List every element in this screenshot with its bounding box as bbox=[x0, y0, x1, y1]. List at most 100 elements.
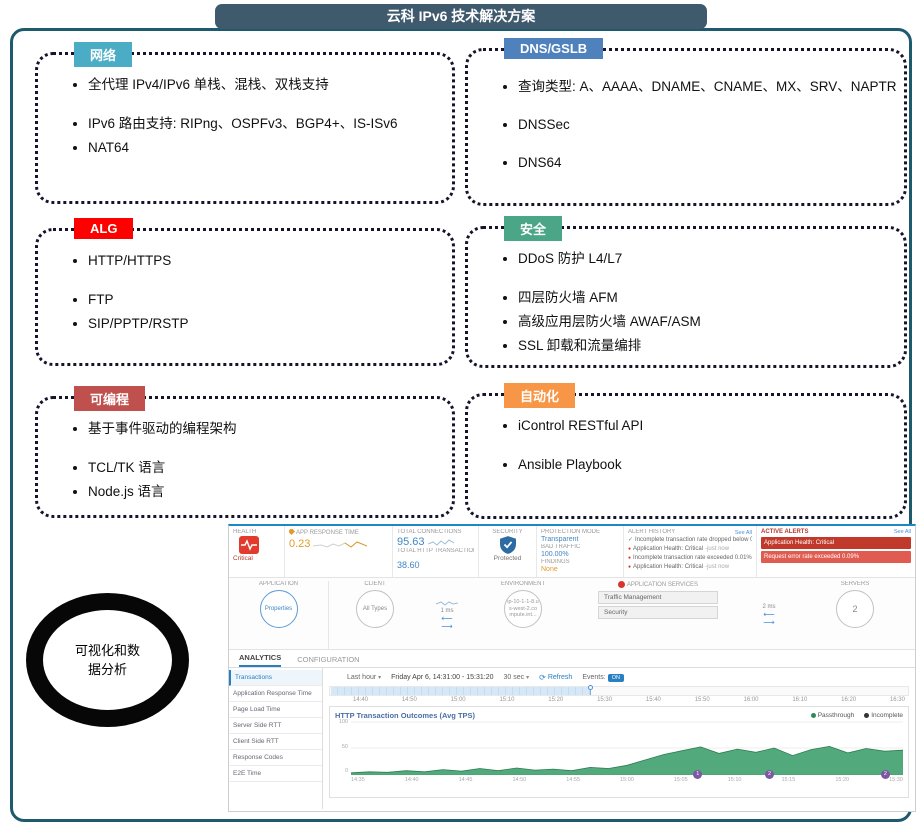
event-marker[interactable]: 2 bbox=[765, 770, 774, 779]
health-status: Critical bbox=[233, 555, 253, 562]
timeline-tick: 16:10 bbox=[792, 697, 808, 703]
feature-box-alg: ALG HTTP/HTTPS FTP SIP/PPTP/RSTP bbox=[35, 218, 455, 366]
x-axis-ticks: 14:35 14:40 14:45 14:50 14:55 15:00 15:0… bbox=[351, 775, 903, 783]
y-tick: 100 bbox=[338, 719, 348, 725]
event-marker[interactable]: 1 bbox=[693, 770, 703, 779]
x-tick: 15:05 bbox=[673, 777, 688, 783]
sidebar-item-client-side-rtt[interactable]: Client Side RTT bbox=[229, 734, 322, 750]
feature-box-network-label: 网络 bbox=[74, 42, 133, 67]
x-tick: 14:55 bbox=[566, 777, 581, 783]
timeline-tick: 15:40 bbox=[645, 697, 661, 703]
timeline-tick: 15:00 bbox=[450, 697, 466, 703]
protection-metric: PROTECTION MODE Transparent BAD TRAFFIC … bbox=[537, 526, 624, 577]
timeline-tick: 15:50 bbox=[694, 697, 710, 703]
protection-mode-value: Transparent bbox=[541, 536, 579, 543]
metrics-sidebar: Transactions Application Response Time P… bbox=[229, 668, 323, 809]
timeline-handle[interactable] bbox=[588, 685, 594, 690]
events-toggle-group: Events:ON bbox=[582, 673, 624, 682]
health-critical-icon bbox=[239, 536, 259, 554]
alert-history-see-all-link[interactable]: See All bbox=[734, 529, 752, 536]
analytics-toolbar: Last hour ▾ Friday Apr 6, 14:31:00 - 15:… bbox=[329, 670, 909, 684]
server-latency: 2 ms ⟵ ⟶ bbox=[762, 604, 776, 627]
timeline-tick: 14:50 bbox=[401, 697, 417, 703]
feature-item: 高级应用层防火墙 AWAF/ASM bbox=[518, 312, 904, 332]
metrics-strip: HEALTH Critical APP RESPONSE TIME 0.23 T… bbox=[229, 526, 915, 578]
tab-analytics[interactable]: ANALYTICS bbox=[239, 653, 282, 667]
interval-dropdown[interactable]: 30 sec ▾ bbox=[503, 673, 530, 681]
feature-box-alg-label: ALG bbox=[74, 218, 134, 239]
service-traffic-management[interactable]: Traffic Management bbox=[598, 591, 718, 605]
feature-item: SSL 卸载和流量编排 bbox=[518, 336, 904, 356]
alert-history-item: ✓ Incomplete transaction rate dropped be… bbox=[628, 537, 752, 543]
x-tick: 14:45 bbox=[458, 777, 473, 783]
sidebar-item-transactions[interactable]: Transactions bbox=[229, 670, 322, 686]
sidebar-item-app-response-time[interactable]: Application Response Time bbox=[229, 686, 322, 702]
events-toggle[interactable]: ON bbox=[607, 673, 624, 682]
feature-item: Ansible Playbook bbox=[518, 455, 904, 475]
page-title: 云科 IPv6 技术解决方案 bbox=[215, 4, 707, 29]
connections-sparkline bbox=[427, 538, 454, 546]
tps-area-path bbox=[351, 746, 903, 775]
x-tick: 14:40 bbox=[404, 777, 419, 783]
time-range-dropdown[interactable]: Last hour ▾ bbox=[347, 673, 382, 681]
application-node[interactable]: Properties bbox=[259, 590, 298, 628]
refresh-button[interactable]: ⟳Refresh bbox=[539, 672, 573, 682]
x-tick: 15:15 bbox=[781, 777, 796, 783]
x-tick: 15:30 bbox=[889, 777, 903, 783]
feature-box-security-label: 安全 bbox=[504, 216, 563, 241]
alert-dot-icon: ● bbox=[628, 564, 632, 570]
sidebar-item-response-codes[interactable]: Response Codes bbox=[229, 750, 322, 766]
incomplete-legend-dot bbox=[864, 713, 870, 718]
feature-item: DDoS 防护 L4/L7 bbox=[518, 249, 904, 269]
servers-node[interactable]: 2 bbox=[836, 590, 874, 628]
sidebar-item-e2e-time[interactable]: E2E Time bbox=[229, 766, 322, 782]
analytics-dashboard: HEALTH Critical APP RESPONSE TIME 0.23 T… bbox=[228, 524, 916, 812]
timeline-ruler[interactable] bbox=[329, 685, 909, 696]
feature-box-automation: 自动化 iControl RESTful API Ansible Playboo… bbox=[465, 383, 907, 519]
feature-box-programmable-label: 可编程 bbox=[74, 386, 146, 411]
feature-item: 基于事件驱动的编程架构 bbox=[88, 419, 452, 439]
feature-item: TCL/TK 语言 bbox=[88, 458, 452, 478]
timeline-tick: 14:40 bbox=[353, 697, 369, 703]
tab-configuration[interactable]: CONFIGURATION bbox=[297, 655, 360, 664]
service-security[interactable]: Security bbox=[598, 606, 718, 620]
chart-title: HTTP Transaction Outcomes (Avg TPS) bbox=[335, 711, 476, 720]
y-tick: 0 bbox=[344, 768, 348, 774]
findings-value: None bbox=[541, 566, 558, 573]
warning-diamond-icon bbox=[289, 529, 296, 536]
passthrough-legend-dot bbox=[810, 713, 816, 718]
feature-item: DNSSec bbox=[518, 109, 904, 141]
f5-ball-icon bbox=[617, 581, 625, 588]
sidebar-item-server-side-rtt[interactable]: Server Side RTT bbox=[229, 718, 322, 734]
feature-item: Node.js 语言 bbox=[88, 482, 452, 502]
environment-node[interactable]: ip-10-1-1-8.us-west-2.compute.int... bbox=[504, 590, 542, 628]
tps-area-chart bbox=[351, 721, 903, 775]
sidebar-item-page-load-time[interactable]: Page Load Time bbox=[229, 702, 322, 718]
tps-plot-area: 100 50 0 1 2 2 bbox=[339, 719, 903, 779]
total-connections-value: 95.63 bbox=[397, 536, 425, 548]
latency-sparkline bbox=[436, 601, 458, 606]
client-node[interactable]: All Types bbox=[356, 590, 394, 628]
feature-item: SIP/PPTP/RSTP bbox=[88, 314, 452, 334]
timeline-tick: 15:30 bbox=[597, 697, 613, 703]
security-metric: SECURITY Protected bbox=[479, 526, 537, 577]
y-tick: 50 bbox=[341, 744, 348, 750]
timeline-selection[interactable] bbox=[331, 687, 592, 695]
feature-box-security: 安全 DDoS 防护 L4/L7 四层防火墙 AFM 高级应用层防火墙 AWAF… bbox=[465, 216, 907, 368]
feature-item: NAT64 bbox=[88, 138, 452, 158]
chart-legend: Passthrough Incomplete bbox=[810, 712, 903, 719]
tps-area-outline bbox=[351, 745, 903, 774]
x-tick: 14:35 bbox=[351, 777, 365, 783]
arrow-right-icon: ⟶ bbox=[763, 618, 775, 627]
alert-history-panel: ALERT HISTORY See All ✓ Incomplete trans… bbox=[624, 526, 757, 577]
active-alerts-see-all-link[interactable]: See All bbox=[893, 529, 911, 535]
feature-item: IPv6 路由支持: RIPng、OSPFv3、BGP4+、IS-ISv6 bbox=[88, 114, 452, 134]
chevron-down-icon: ▾ bbox=[526, 674, 530, 681]
totals-metric: TOTAL CONNECTIONS 95.63 TOTAL HTTP TRANS… bbox=[393, 526, 479, 577]
shield-check-icon bbox=[499, 536, 516, 554]
alert-history-item: ● Application Health: Critical just now bbox=[628, 545, 752, 554]
active-alert: Request error rate exceeded 0.09% bbox=[761, 551, 911, 563]
event-marker[interactable]: 2 bbox=[880, 770, 890, 779]
date-range-label: Friday Apr 6, 14:31:00 - 15:31:20 bbox=[391, 673, 494, 681]
slide-border bbox=[10, 28, 912, 822]
